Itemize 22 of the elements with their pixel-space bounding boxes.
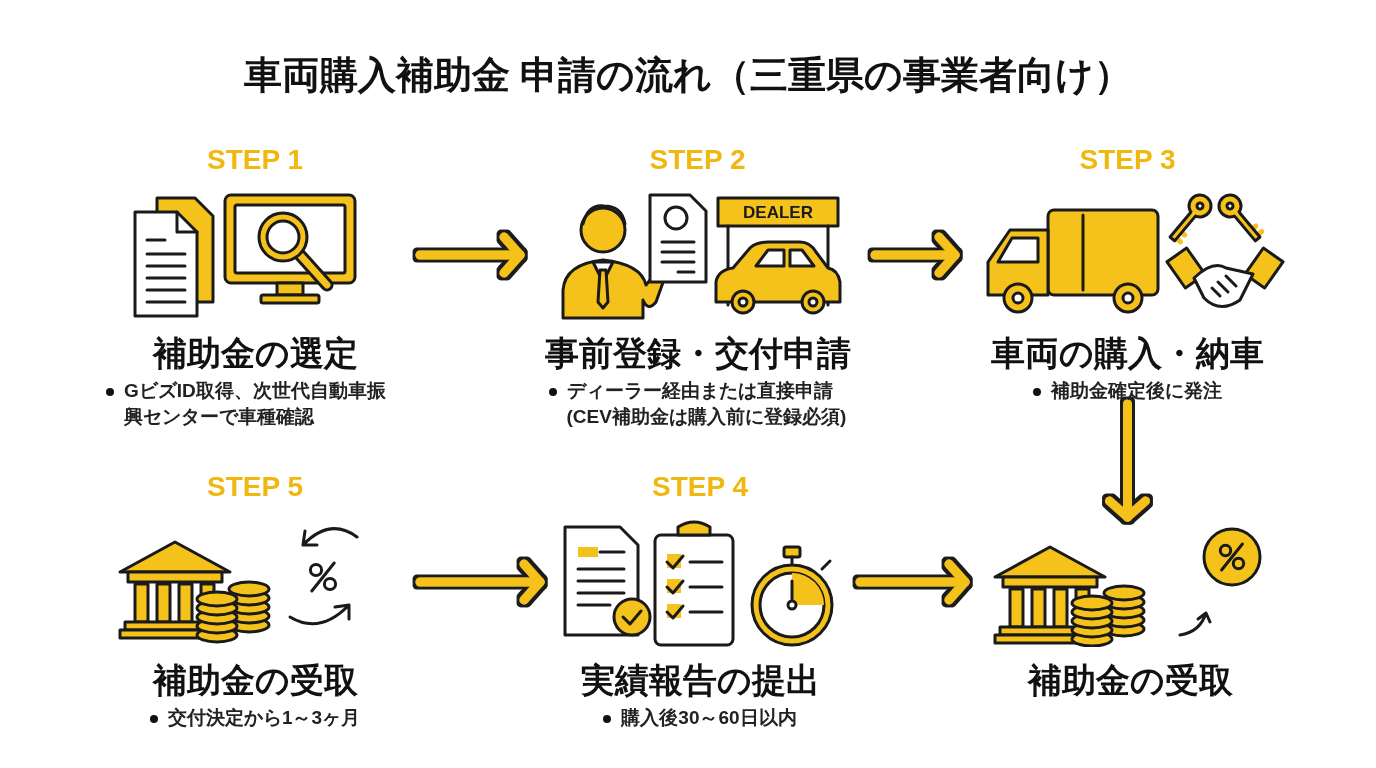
step-title: 事前登録・交付申請 (544, 333, 851, 374)
step-label: STEP 2 (649, 143, 746, 177)
step-label: STEP 4 (652, 470, 748, 504)
step-note: ディーラー経由または直接申請(CEV補助金は購入前に登録必須) (566, 379, 847, 429)
sign-text: DEALER (742, 203, 813, 222)
step-note: 購入後30～60日以内 (621, 706, 797, 730)
step-label: STEP 3 (1079, 143, 1176, 177)
step-note: 補助金確定後に発注 (1051, 379, 1222, 403)
step-title: 実績報告の提出 (580, 660, 820, 701)
arrow (1105, 399, 1150, 522)
arrow (415, 232, 525, 278)
arrow (415, 559, 545, 605)
arrow (855, 559, 970, 605)
step-note: GビズID取得、次世代自動車振興センターで車種確認 (124, 379, 387, 429)
step-title: 補助金の選定 (152, 333, 358, 374)
step-note: 交付決定から1～3ヶ月 (167, 706, 361, 730)
step-label: STEP 1 (207, 143, 303, 177)
diagram-title: 車両購入補助金 申請の流れ（三重県の事業者向け） (242, 53, 1134, 98)
step-title: 車両の購入・納車 (991, 333, 1264, 374)
step-label: STEP 5 (207, 470, 303, 504)
step-title: 補助金の受取 (1027, 660, 1233, 701)
step-title: 補助金の受取 (152, 660, 358, 701)
